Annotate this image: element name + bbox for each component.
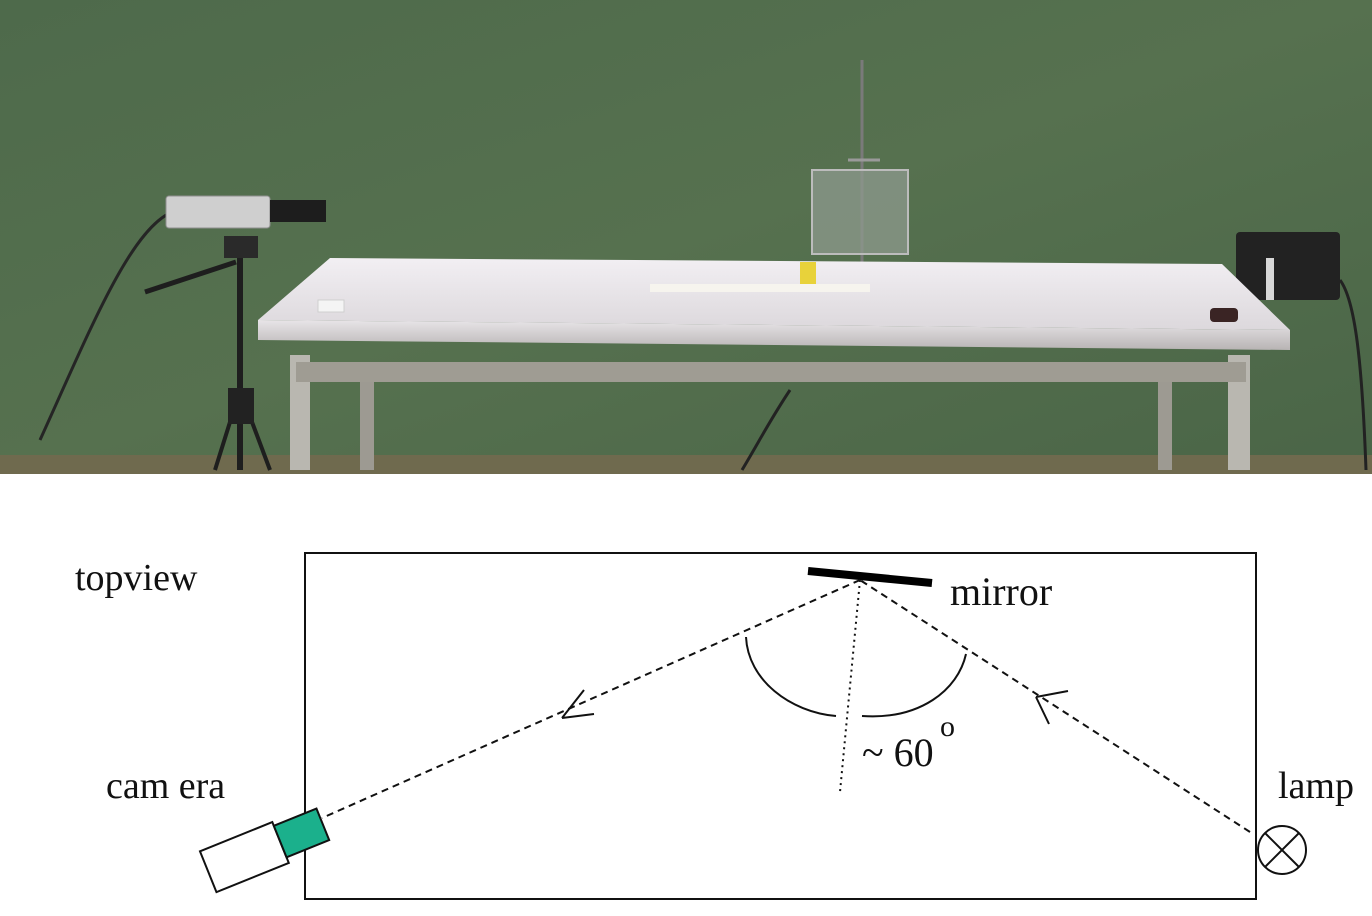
mirror-label: mirror bbox=[950, 569, 1052, 614]
camera-photo bbox=[165, 195, 326, 229]
lamp-label: lamp bbox=[1278, 765, 1354, 807]
topview-diagram: topview mirror ~ 60 o cam era lamp bbox=[75, 552, 1354, 900]
normal-line bbox=[839, 579, 861, 793]
lamp-icon bbox=[1257, 825, 1307, 875]
angle-label: ~ 60 bbox=[862, 730, 934, 775]
camera-label: cam era bbox=[106, 765, 225, 807]
reflected-ray bbox=[321, 579, 861, 819]
angle-arc-right bbox=[861, 653, 967, 718]
incident-arrow-icon bbox=[1035, 690, 1069, 725]
mirror-icon bbox=[807, 567, 933, 587]
mirror-stand bbox=[811, 60, 909, 268]
floor bbox=[0, 455, 1372, 474]
table-outline bbox=[304, 552, 1257, 900]
reflected-arrow-icon bbox=[561, 689, 595, 719]
table-frame bbox=[290, 355, 1250, 471]
table-top bbox=[258, 258, 1290, 350]
camera-cable bbox=[38, 210, 173, 441]
camera-tripod bbox=[144, 236, 272, 471]
lab-setup-photo bbox=[0, 0, 1372, 474]
angle-degree-symbol: o bbox=[940, 710, 955, 743]
camera-icon bbox=[198, 807, 331, 894]
lamp-photo bbox=[1236, 232, 1368, 471]
incident-ray bbox=[859, 579, 1251, 833]
angle-arc-left bbox=[745, 636, 837, 717]
topview-label: topview bbox=[75, 557, 198, 599]
